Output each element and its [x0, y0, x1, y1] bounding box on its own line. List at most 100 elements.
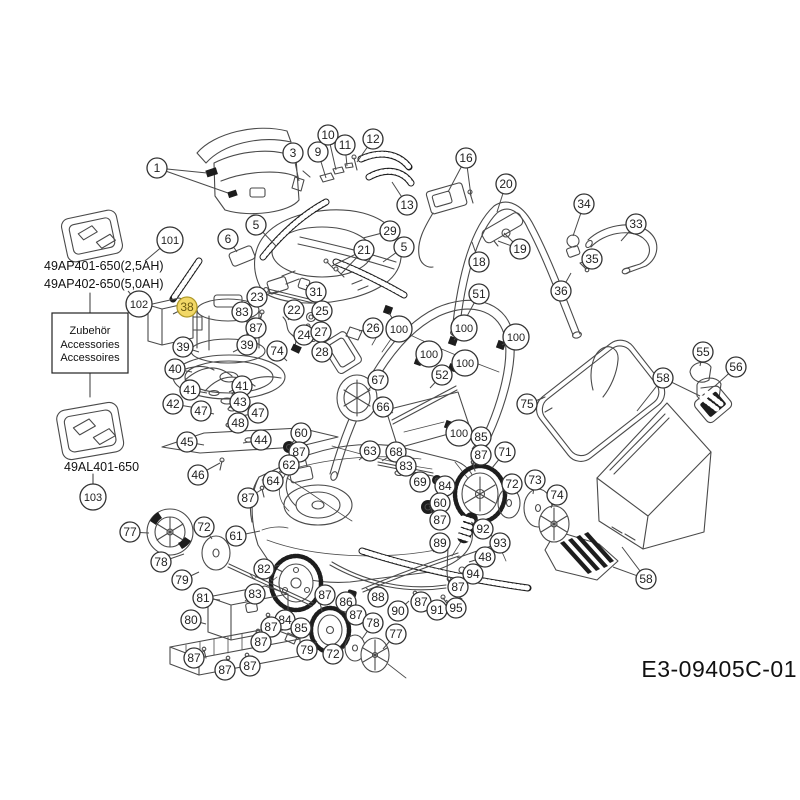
- callout-91[interactable]: 91: [426, 599, 448, 621]
- callout-44[interactable]: 44: [250, 429, 272, 451]
- callout-48[interactable]: 48: [227, 412, 249, 434]
- callout-87[interactable]: 87: [345, 604, 367, 626]
- callout-87[interactable]: 87: [429, 509, 451, 531]
- callout-41[interactable]: 41: [179, 379, 201, 401]
- callout-100[interactable]: 100: [415, 340, 443, 368]
- callout-circle[interactable]: [156, 226, 184, 254]
- callout-18[interactable]: 18: [468, 251, 490, 273]
- callout-circle[interactable]: [367, 586, 389, 608]
- callout-102[interactable]: 102: [125, 290, 153, 318]
- callout-77[interactable]: 77: [385, 623, 407, 645]
- callout-circle[interactable]: [692, 341, 714, 363]
- callout-47[interactable]: 47: [190, 400, 212, 422]
- callout-51[interactable]: 51: [468, 283, 490, 305]
- callout-circle[interactable]: [468, 251, 490, 273]
- callout-13[interactable]: 13: [396, 194, 418, 216]
- callout-circle[interactable]: [172, 336, 194, 358]
- callout-circle[interactable]: [119, 521, 141, 543]
- callout-29[interactable]: 29: [379, 220, 401, 242]
- callout-87[interactable]: 87: [183, 647, 205, 669]
- callout-28[interactable]: 28: [311, 341, 333, 363]
- callout-circle[interactable]: [311, 341, 333, 363]
- callout-92[interactable]: 92: [472, 518, 494, 540]
- callout-33[interactable]: 33: [625, 213, 647, 235]
- callout-100[interactable]: 100: [450, 314, 478, 342]
- callout-63[interactable]: 63: [359, 440, 381, 462]
- callout-circle[interactable]: [362, 128, 384, 150]
- callout-circle[interactable]: [725, 356, 747, 378]
- callout-circle[interactable]: [362, 612, 384, 634]
- callout-circle[interactable]: [322, 643, 344, 665]
- callout-circle[interactable]: [372, 396, 394, 418]
- callout-circle[interactable]: [282, 142, 304, 164]
- callout-circle[interactable]: [501, 473, 523, 495]
- callout-62[interactable]: 62: [278, 454, 300, 476]
- callout-22[interactable]: 22: [283, 299, 305, 321]
- callout-79[interactable]: 79: [171, 569, 193, 591]
- callout-circle[interactable]: [245, 214, 267, 236]
- callout-circle[interactable]: [509, 238, 531, 260]
- callout-69[interactable]: 69: [409, 471, 431, 493]
- callout-circle[interactable]: [311, 300, 333, 322]
- callout-100[interactable]: 100: [502, 323, 530, 351]
- callout-5[interactable]: 5: [393, 236, 415, 258]
- callout-12[interactable]: 12: [362, 128, 384, 150]
- callout-circle[interactable]: [217, 228, 239, 250]
- callout-23[interactable]: 23: [246, 286, 268, 308]
- callout-circle[interactable]: [396, 194, 418, 216]
- callout-circle[interactable]: [266, 340, 288, 362]
- callout-66[interactable]: 66: [372, 396, 394, 418]
- callout-75[interactable]: 75: [516, 393, 538, 415]
- callout-87[interactable]: 87: [245, 317, 267, 339]
- callout-circle[interactable]: [247, 402, 269, 424]
- callout-circle[interactable]: [581, 248, 603, 270]
- callout-39[interactable]: 39: [172, 336, 194, 358]
- callout-circle[interactable]: [489, 532, 511, 554]
- callout-74[interactable]: 74: [546, 484, 568, 506]
- callout-87[interactable]: 87: [239, 655, 261, 677]
- callout-circle[interactable]: [250, 429, 272, 451]
- callout-61[interactable]: 61: [225, 525, 247, 547]
- callout-95[interactable]: 95: [445, 597, 467, 619]
- callout-circle[interactable]: [262, 470, 284, 492]
- callout-circle[interactable]: [283, 299, 305, 321]
- callout-circle[interactable]: [462, 563, 484, 585]
- callout-circle[interactable]: [635, 568, 657, 590]
- callout-circle[interactable]: [179, 379, 201, 401]
- callout-87[interactable]: 87: [314, 584, 336, 606]
- callout-100[interactable]: 100: [385, 315, 413, 343]
- callout-circle[interactable]: [225, 525, 247, 547]
- callout-47[interactable]: 47: [247, 402, 269, 424]
- callout-41[interactable]: 41: [231, 375, 253, 397]
- callout-circle[interactable]: [573, 193, 595, 215]
- callout-45[interactable]: 45: [176, 431, 198, 453]
- callout-circle[interactable]: [237, 487, 259, 509]
- callout-circle[interactable]: [451, 349, 479, 377]
- callout-circle[interactable]: [164, 358, 186, 380]
- callout-circle[interactable]: [278, 454, 300, 476]
- callout-circle[interactable]: [246, 286, 268, 308]
- callout-74[interactable]: 74: [266, 340, 288, 362]
- callout-circle[interactable]: [192, 587, 214, 609]
- callout-circle[interactable]: [236, 334, 258, 356]
- callout-83[interactable]: 83: [244, 583, 266, 605]
- callout-circle[interactable]: [431, 364, 453, 386]
- callout-93[interactable]: 93: [489, 532, 511, 554]
- callout-circle[interactable]: [409, 471, 431, 493]
- callout-circle[interactable]: [367, 369, 389, 391]
- callout-circle[interactable]: [229, 391, 251, 413]
- callout-58[interactable]: 58: [635, 568, 657, 590]
- callout-46[interactable]: 46: [187, 464, 209, 486]
- callout-83[interactable]: 83: [395, 455, 417, 477]
- callout-circle[interactable]: [495, 173, 517, 195]
- callout-circle[interactable]: [393, 236, 415, 258]
- callout-6[interactable]: 6: [217, 228, 239, 250]
- callout-circle[interactable]: [190, 400, 212, 422]
- callout-circle[interactable]: [244, 583, 266, 605]
- callout-87[interactable]: 87: [470, 444, 492, 466]
- callout-circle[interactable]: [652, 367, 674, 389]
- callout-5[interactable]: 5: [245, 214, 267, 236]
- callout-67[interactable]: 67: [367, 369, 389, 391]
- callout-circle[interactable]: [231, 301, 253, 323]
- callout-25[interactable]: 25: [311, 300, 333, 322]
